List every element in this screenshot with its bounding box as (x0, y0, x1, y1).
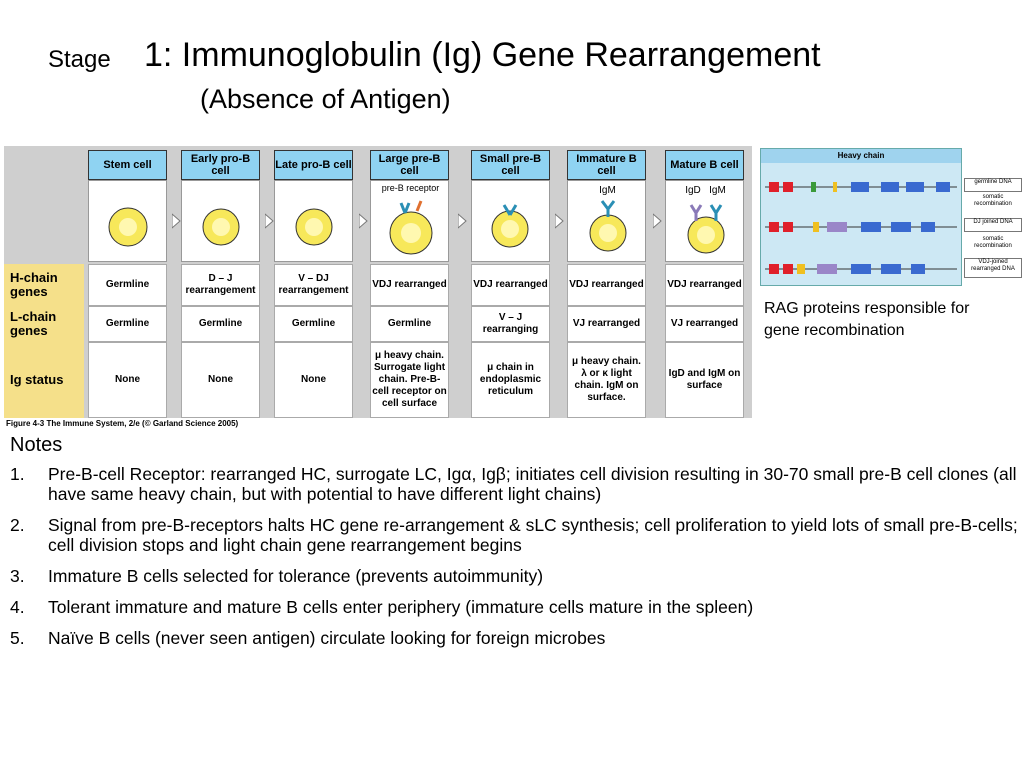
stage-header: Immature B cell (567, 150, 646, 180)
l-chain-status: Germline (88, 306, 167, 342)
arrow-right-icon (265, 213, 274, 229)
cell-illustration (181, 180, 260, 262)
h-chain-status: D – J rearrangement (181, 264, 260, 306)
note-item: 5. Naïve B cells (never seen antigen) cir… (10, 628, 1020, 648)
stage-column-early-pro-b: Early pro-B cell D – J rearrangement Ger… (181, 146, 260, 418)
stage-header: Late pro-B cell (274, 150, 353, 180)
cell-icon (295, 208, 333, 246)
cell-illustration (274, 180, 353, 262)
slide-subtitle: (Absence of Antigen) (200, 84, 451, 114)
side-label-vdj-joined: VDJ-joined rearranged DNA (964, 258, 1022, 278)
stage-column-stem-cell: Stem cell Germline Germline None (88, 146, 167, 418)
note-item: 3. Immature B cells selected for toleranc… (10, 566, 1020, 586)
arrow-right-icon (653, 213, 662, 229)
l-chain-status: VJ rearranged (665, 306, 744, 342)
row-label-l-chain: L-chain genes (4, 306, 84, 342)
l-chain-status: Germline (274, 306, 353, 342)
b-cell-development-figure: H-chain genes L-chain genes Ig status St… (4, 146, 752, 418)
title-stage-word: Stage (48, 46, 111, 73)
stage-column-late-pro-b: Late pro-B cell V – DJ rearrangement Ger… (274, 146, 353, 418)
ig-status: None (88, 342, 167, 418)
cell-illustration (88, 180, 167, 262)
note-number: 3. (10, 566, 25, 586)
note-number: 2. (10, 515, 25, 535)
stage-column-immature-b: Immature B cell IgM VDJ rearranged VJ re… (567, 146, 646, 418)
ig-status: μ heavy chain. λ or κ light chain. IgM o… (567, 342, 646, 418)
notes-heading: Notes (10, 434, 63, 456)
cell-illustration (471, 180, 550, 262)
ig-status: None (181, 342, 260, 418)
row-label-ig-status: Ig status (4, 342, 84, 418)
cell-illustration: pre-B receptor (370, 180, 449, 262)
stage-header: Stem cell (88, 150, 167, 180)
stage-header: Early pro-B cell (181, 150, 260, 180)
ig-status: μ chain in endoplasmic reticulum (471, 342, 550, 418)
l-chain-status: Germline (181, 306, 260, 342)
h-chain-status: VDJ rearranged (567, 264, 646, 306)
l-chain-status: Germline (370, 306, 449, 342)
note-item: 2. Signal from pre-B-receptors halts HC g… (10, 515, 1020, 555)
stage-header: Mature B cell (665, 150, 744, 180)
heavy-chain-gene-diagram (765, 182, 957, 274)
cell-illustration: IgM (567, 180, 646, 262)
igd-igm-label: IgD IgM (685, 185, 726, 196)
stage-column-mature-b: Mature B cell IgD IgM VDJ rearranged VJ … (665, 146, 744, 418)
title-main: 1: Immunoglobulin (Ig) Gene Rearrangemen… (144, 36, 821, 74)
stage-column-large-pre-b: Large pre-B cell pre-B receptor VDJ rear… (370, 146, 449, 418)
note-text: Tolerant immature and mature B cells ent… (48, 597, 754, 617)
row-label-h-chain: H-chain genes (4, 264, 84, 306)
h-chain-status: VDJ rearranged (471, 264, 550, 306)
heavy-chain-rearrangement-panel: Heavy chain (760, 148, 962, 286)
cell-with-igm-icon (589, 200, 627, 252)
note-text: Signal from pre-B-receptors halts HC gen… (48, 515, 1018, 555)
cell-with-igd-igm-icon (687, 204, 725, 254)
cell-icon (108, 207, 148, 247)
h-chain-status: V – DJ rearrangement (274, 264, 353, 306)
cell-with-receptor-icon (389, 200, 433, 255)
side-label-germline: germline DNA (964, 178, 1022, 192)
stage-header: Large pre-B cell (370, 150, 449, 180)
igm-label: IgM (599, 185, 616, 196)
arrow-right-icon (359, 213, 368, 229)
arrow-right-icon (555, 213, 564, 229)
note-item: 1. Pre-B-cell Receptor: rearranged HC, su… (10, 464, 1020, 504)
note-number: 4. (10, 597, 25, 617)
note-text: Immature B cells selected for tolerance … (48, 566, 544, 586)
stage-column-small-pre-b: Small pre-B cell VDJ rearranged V – J re… (471, 146, 550, 418)
h-chain-status: VDJ rearranged (665, 264, 744, 306)
note-item: 4. Tolerant immature and mature B cells e… (10, 597, 1020, 617)
pre-b-receptor-label: pre-B receptor (381, 183, 440, 193)
cell-icon (202, 208, 240, 246)
ig-status: IgD and IgM on surface (665, 342, 744, 418)
note-number: 5. (10, 628, 25, 648)
h-chain-status: VDJ rearranged (370, 264, 449, 306)
note-number: 1. (10, 464, 25, 484)
stage-header: Small pre-B cell (471, 150, 550, 180)
rag-note: RAG proteins responsible for gene recomb… (764, 300, 970, 339)
arrow-right-icon (172, 213, 181, 229)
side-label-recombination: somatic recombination (964, 194, 1022, 214)
side-label-dj-joined: DJ joined DNA (964, 218, 1022, 232)
heavy-chain-header: Heavy chain (761, 149, 961, 163)
cell-with-receptor-icon (491, 204, 529, 248)
notes-list: 1. Pre-B-cell Receptor: rearranged HC, su… (10, 464, 1020, 659)
cell-illustration: IgD IgM (665, 180, 744, 262)
h-chain-status: Germline (88, 264, 167, 306)
ig-status: μ heavy chain. Surrogate light chain. Pr… (370, 342, 449, 418)
note-text: Naïve B cells (never seen antigen) circu… (48, 628, 606, 648)
l-chain-status: VJ rearranged (567, 306, 646, 342)
ig-status: None (274, 342, 353, 418)
side-label-recombination-2: somatic recombination (964, 236, 1022, 256)
arrow-right-icon (458, 213, 467, 229)
l-chain-status: V – J rearranging (471, 306, 550, 342)
note-text: Pre-B-cell Receptor: rearranged HC, surr… (48, 464, 1017, 504)
figure-caption: Figure 4-3 The Immune System, 2/e (© Gar… (6, 419, 239, 428)
